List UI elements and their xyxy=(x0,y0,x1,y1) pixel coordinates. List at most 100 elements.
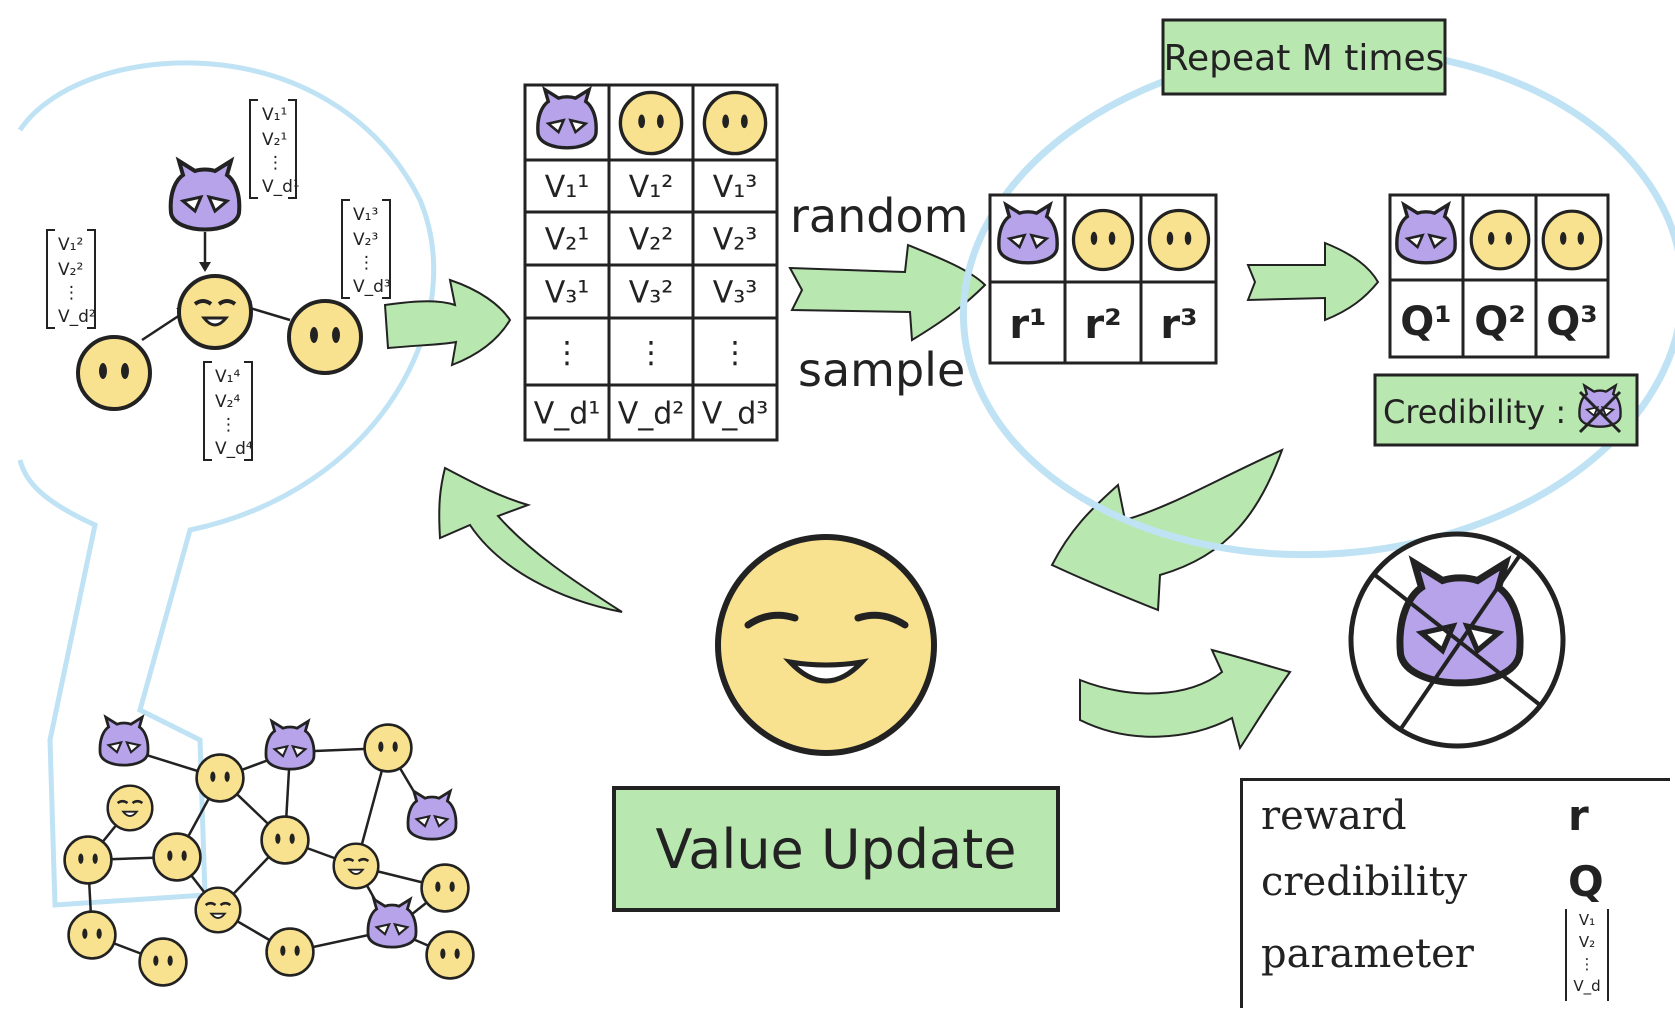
svg-text:V₂¹: V₂¹ xyxy=(262,130,287,150)
parameter-cell: V₂² xyxy=(629,223,674,258)
parameter-cell: V₂³ xyxy=(713,223,758,258)
svg-text:⋮: ⋮ xyxy=(220,415,237,435)
parameter-cell: V₁¹ xyxy=(545,170,590,205)
legend-label-reward: reward xyxy=(1261,793,1407,839)
svg-text:⋮: ⋮ xyxy=(63,283,80,303)
parameter-cell: ⋮ xyxy=(636,336,666,371)
malicious-agent-icon xyxy=(366,897,418,949)
honest-agent-icon xyxy=(67,910,117,960)
honest-agent-icon xyxy=(287,299,363,375)
arrow-reward-to-credibility xyxy=(1246,241,1380,322)
big-happy-agent-icon xyxy=(715,534,937,756)
reward-table: r¹ r² r³ xyxy=(988,193,1218,365)
banned-agent xyxy=(1348,531,1566,749)
credibility-value: Q¹ xyxy=(1400,299,1452,345)
parameter-cell: V₃¹ xyxy=(545,276,590,311)
network-nodes xyxy=(63,715,475,987)
legend-symbol-credibility: Q xyxy=(1568,857,1604,906)
svg-text:V_d⁴: V_d⁴ xyxy=(215,439,253,459)
svg-text:Value Update: Value Update xyxy=(655,818,1016,881)
arrow-back-to-update xyxy=(1050,448,1284,612)
svg-text:V₂⁴: V₂⁴ xyxy=(215,392,240,412)
honest-agent-icon xyxy=(152,832,202,882)
malicious-agent-icon xyxy=(168,159,242,232)
arrow-to-ban xyxy=(1079,648,1292,751)
malicious-agent-icon xyxy=(406,789,458,841)
vector-left: V₁² V₂² ⋮ V_d² xyxy=(46,229,96,329)
parameter-cell: V_d³ xyxy=(702,397,769,432)
honest-agent-icon xyxy=(194,886,242,934)
honest-agent-icon xyxy=(1147,208,1211,272)
svg-text:V_d¹: V_d¹ xyxy=(262,177,300,197)
honest-agent-icon xyxy=(702,90,768,156)
malicious-agent-icon xyxy=(98,715,150,767)
crossed-malicious-icon xyxy=(1578,384,1622,434)
svg-text:V₁³: V₁³ xyxy=(353,205,378,225)
repeat-box: Repeat M times xyxy=(1161,18,1447,96)
value-update-box: Value Update xyxy=(612,786,1060,912)
parameter-cell: V₁² xyxy=(629,170,674,205)
legend-symbol-reward: r xyxy=(1568,791,1589,840)
parameter-cell: V₃³ xyxy=(713,276,758,311)
svg-text:⋮: ⋮ xyxy=(358,253,375,273)
svg-text:V₁⁴: V₁⁴ xyxy=(215,367,240,387)
svg-text:V_d²: V_d² xyxy=(58,307,96,327)
parameter-cell: ⋮ xyxy=(552,336,582,371)
svg-text:V₁²: V₁² xyxy=(58,235,83,255)
credibility-value: Q³ xyxy=(1546,299,1598,345)
legend: reward r credibility Q parameter V₁ V₂ ⋮… xyxy=(1240,778,1670,1008)
svg-text:⋮: ⋮ xyxy=(267,153,284,173)
credibility-value: Q² xyxy=(1474,299,1526,345)
honest-agent-icon xyxy=(1469,209,1531,271)
legend-label-credibility: credibility xyxy=(1261,859,1468,905)
malicious-agent-icon xyxy=(536,87,598,150)
honest-agent-icon xyxy=(265,927,315,977)
honest-agent-icon xyxy=(363,723,413,773)
random-label: random xyxy=(790,189,968,243)
honest-agent-icon xyxy=(420,863,470,913)
malicious-agent-icon xyxy=(997,202,1059,265)
parameter-cell: ⋮ xyxy=(720,336,750,371)
legend-symbol-parameter: V₁ V₂ ⋮ V_d xyxy=(1565,909,1609,1001)
honest-agent-icon xyxy=(76,335,152,411)
svg-text:Credibility :: Credibility : xyxy=(1383,393,1566,431)
sample-label: sample xyxy=(798,343,965,397)
legend-label-parameter: parameter xyxy=(1261,931,1474,977)
malicious-agent-icon xyxy=(1395,202,1457,265)
honest-agent-icon xyxy=(425,930,475,980)
parameter-cell: V₂¹ xyxy=(545,223,590,258)
vector-bottom: V₁⁴ V₂⁴ ⋮ V_d⁴ xyxy=(203,361,253,461)
arrow-to-table xyxy=(383,278,512,367)
center-agent-icon xyxy=(177,274,253,350)
honest-agent-icon xyxy=(618,90,684,156)
arrow-to-table-loop xyxy=(438,466,623,613)
parameter-table: V₁¹ V₁² V₁³ V₂¹ V₂² V₂³ V₃¹ V₃² V₃³ ⋮ ⋮ ⋮ V_d¹ V_d² V_… xyxy=(523,83,779,442)
credibility-table: Q¹ Q² Q³ xyxy=(1388,193,1610,359)
svg-text:V₁¹: V₁¹ xyxy=(262,105,287,125)
vector-right: V₁³ V₂³ ⋮ V_d³ xyxy=(341,199,391,299)
parameter-cell: V₁³ xyxy=(713,170,758,205)
credibility-box: Credibility : xyxy=(1373,373,1639,447)
honest-agent-icon xyxy=(106,784,154,832)
reward-value: r² xyxy=(1084,302,1121,348)
parameter-cell: V_d¹ xyxy=(534,397,601,432)
honest-agent-icon xyxy=(63,835,113,885)
honest-agent-icon xyxy=(260,815,310,865)
svg-text:Repeat M times: Repeat M times xyxy=(1164,38,1445,79)
svg-text:V₂³: V₂³ xyxy=(353,230,378,250)
reward-value: r³ xyxy=(1160,302,1197,348)
honest-agent-icon xyxy=(1541,209,1603,271)
neighborhood-graph xyxy=(76,159,363,411)
parameter-cell: V₃² xyxy=(629,276,674,311)
honest-agent-icon xyxy=(332,842,380,890)
honest-agent-icon xyxy=(195,753,245,803)
honest-agent-icon xyxy=(138,937,188,987)
malicious-agent-icon xyxy=(264,719,316,771)
honest-agent-icon xyxy=(1071,208,1135,272)
parameter-cell: V_d² xyxy=(618,397,685,432)
reward-value: r¹ xyxy=(1009,302,1046,348)
svg-text:V_d³: V_d³ xyxy=(353,277,391,297)
svg-text:V₂²: V₂² xyxy=(58,260,83,280)
arrow-random-sample xyxy=(788,243,987,342)
